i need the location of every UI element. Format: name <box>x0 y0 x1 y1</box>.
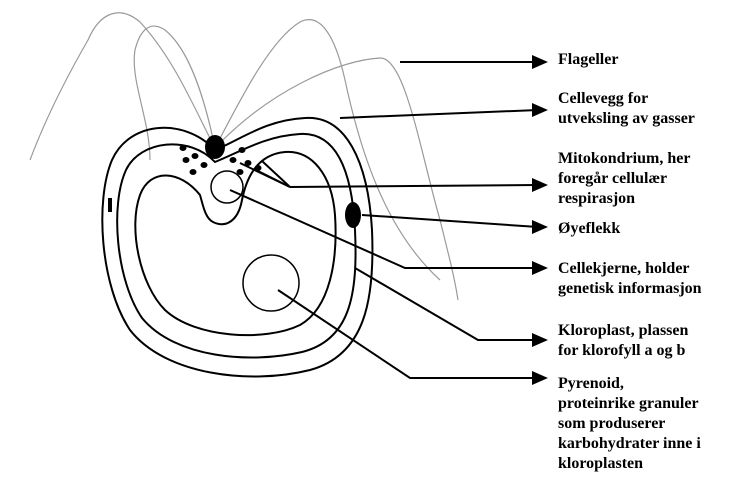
arrowhead <box>532 333 548 347</box>
leader-mitokondrium <box>290 185 538 187</box>
mitochondrion-dot <box>230 157 237 163</box>
label-line: Pyrenoid, <box>558 374 701 394</box>
label-line: proteinrike granuler <box>558 394 701 414</box>
mitochondrion-dot <box>183 157 190 163</box>
cell-wall <box>102 118 372 377</box>
leader-pyrenoid <box>278 290 538 378</box>
label-mitokondrium: Mitokondrium, her foregår cellulær respi… <box>558 149 690 209</box>
label-line: kloroplasten <box>558 454 701 474</box>
label-line: Cellekjerne, holder <box>558 259 702 279</box>
leader-cellevegg <box>340 110 538 118</box>
arrowhead <box>532 103 548 117</box>
mitochondrion-dot <box>180 145 187 151</box>
mitochondrion-dot <box>201 162 208 168</box>
flagellum-right <box>215 20 440 280</box>
label-line: genetisk informasjon <box>558 279 702 299</box>
basal-body <box>205 135 225 159</box>
label-flageller: Flageller <box>558 50 618 70</box>
leader-lines <box>230 62 538 378</box>
label-line: Cellevegg for <box>558 89 695 109</box>
label-pyrenoid: Pyrenoid, proteinrike granuler som produ… <box>558 374 701 474</box>
arrowhead <box>532 55 548 69</box>
label-line: respirasjon <box>558 189 690 209</box>
label-line: karbohydrater inne i <box>558 434 701 454</box>
eyespot <box>345 202 361 228</box>
flagellum-left <box>30 13 215 160</box>
label-line: Kloroplast, plassen <box>558 321 688 341</box>
label-line: foregår cellulær <box>558 169 690 189</box>
arrowhead <box>532 261 548 275</box>
nucleus <box>211 171 243 203</box>
label-cellekjerne: Cellekjerne, holder genetisk informasjon <box>558 259 702 299</box>
mitochondrion-dot <box>190 169 197 175</box>
leader-kloroplast <box>355 268 538 340</box>
arrowhead <box>532 220 548 234</box>
cell-wall-outer <box>102 118 372 377</box>
label-kloroplast: Kloroplast, plassen for klorofyll a og b <box>558 321 688 361</box>
label-line: Øyeflekk <box>558 219 620 239</box>
mitochondrion-dot <box>239 147 246 153</box>
label-line: for klorofyll a og b <box>558 341 688 361</box>
label-line: som produserer <box>558 414 701 434</box>
arrowhead <box>532 371 548 385</box>
mitochondrion-dot <box>192 153 199 159</box>
label-cellevegg: Cellevegg for utveksling av gasser <box>558 89 695 129</box>
label-oyeflekk: Øyeflekk <box>558 219 620 239</box>
wall-mark <box>108 198 112 212</box>
label-line: Mitokondrium, her <box>558 149 690 169</box>
leader-oyeflekk <box>362 215 538 227</box>
label-line: Flageller <box>558 50 618 70</box>
arrowheads <box>532 55 548 385</box>
label-line: utveksling av gasser <box>558 109 695 129</box>
pyrenoid <box>243 255 299 311</box>
arrowhead <box>532 178 548 192</box>
flagella <box>30 13 458 300</box>
